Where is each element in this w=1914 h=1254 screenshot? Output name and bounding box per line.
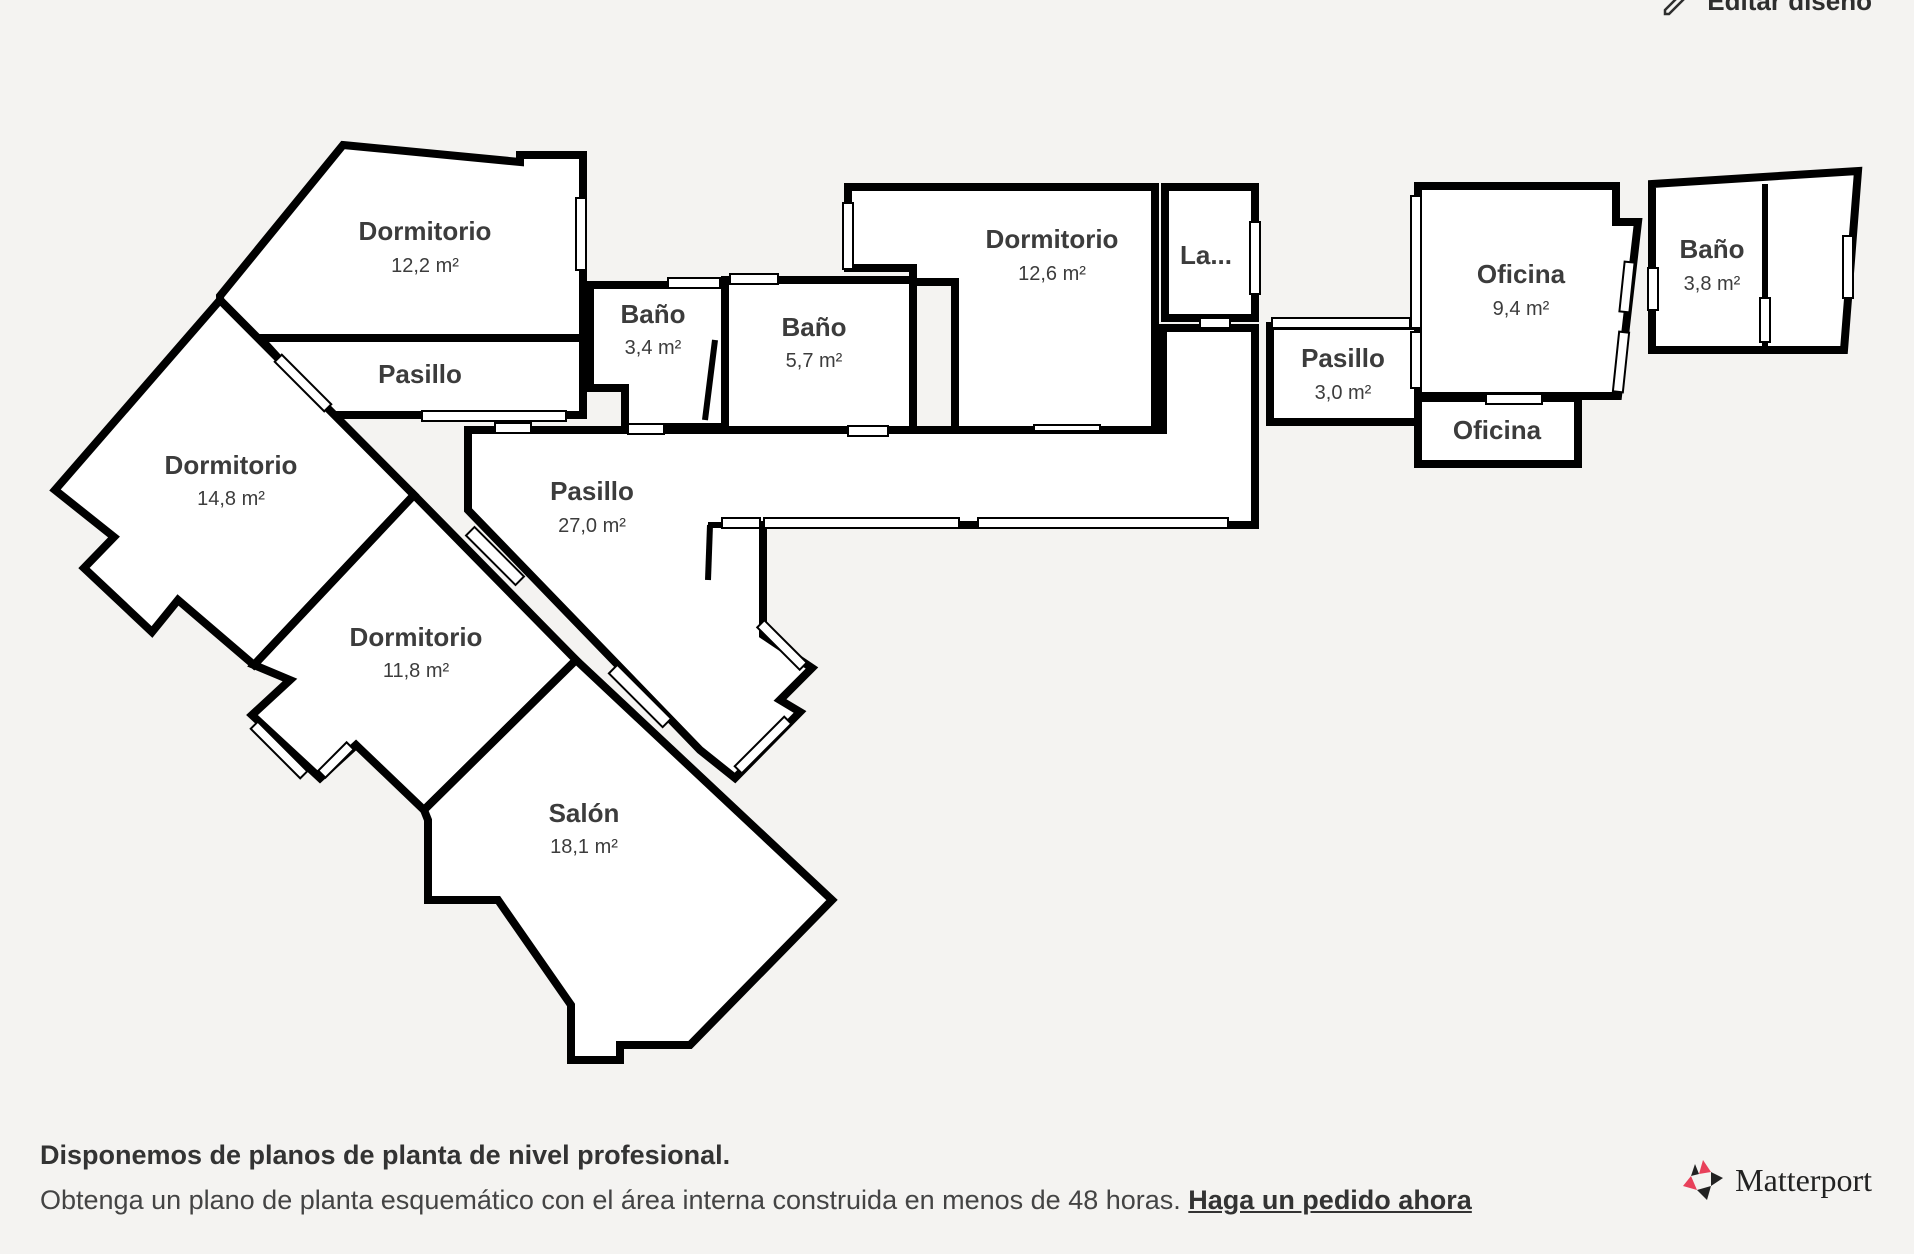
room-label: Baño	[1680, 234, 1745, 264]
room-area: 12,6 m²	[1018, 263, 1086, 285]
window	[729, 273, 779, 285]
window	[1271, 317, 1411, 329]
room-label: Oficina	[1477, 259, 1566, 289]
room-label: Dormitorio	[359, 216, 492, 246]
promo-footer: Disponemos de planos de planta de nivel …	[40, 1140, 1472, 1216]
room-salon[interactable]	[419, 654, 838, 1064]
room-lavanderia[interactable]	[1161, 183, 1259, 322]
window	[1485, 393, 1543, 405]
matterport-logo: Matterport	[1681, 1158, 1872, 1202]
window	[667, 277, 721, 289]
room-area: 27,0 m²	[558, 515, 626, 537]
room-area: 14,8 m²	[197, 488, 265, 510]
window	[1410, 331, 1422, 389]
room-area: 12,2 m²	[391, 255, 459, 277]
room-label: Salón	[549, 798, 620, 828]
room-pasillo-right[interactable]	[1266, 322, 1422, 426]
promo-title: Disponemos de planos de planta de nivel …	[40, 1140, 731, 1170]
matterport-logo-icon	[1683, 1160, 1724, 1200]
edit-layout-label: Editar diseño	[1707, 0, 1872, 16]
window	[1611, 330, 1631, 394]
window	[755, 618, 809, 672]
promo-description-text: Obtenga un plano de planta esquemático c…	[40, 1185, 1181, 1215]
window	[721, 517, 761, 529]
room-label: Baño	[782, 312, 847, 342]
room-label: Dormitorio	[986, 224, 1119, 254]
room-area: 5,7 m²	[786, 350, 843, 372]
window	[1033, 424, 1101, 432]
order-now-link[interactable]: Haga un pedido ahora	[1188, 1185, 1472, 1215]
room-label: Pasillo	[378, 359, 462, 389]
window	[575, 197, 587, 271]
interior-wall	[705, 524, 713, 581]
interior-wall	[702, 339, 718, 421]
edit-layout-button[interactable]: Editar diseño	[1661, 0, 1872, 17]
window	[607, 663, 673, 729]
promo-description: Obtenga un plano de planta esquemático c…	[40, 1185, 1472, 1216]
window	[1249, 221, 1261, 295]
room-label: Baño	[621, 299, 686, 329]
window	[763, 517, 960, 529]
window	[249, 720, 309, 780]
room-area: 18,1 m²	[550, 836, 618, 858]
room-oficina-1[interactable]	[1414, 182, 1643, 400]
room-label: Dormitorio	[165, 450, 298, 480]
room-area: 3,0 m²	[1315, 382, 1372, 404]
pencil-icon	[1664, 0, 1685, 15]
window	[1759, 297, 1771, 343]
window	[847, 425, 889, 437]
window	[273, 353, 333, 413]
window	[1647, 267, 1659, 311]
window	[494, 422, 532, 434]
window	[316, 740, 356, 780]
room-area: 9,4 m²	[1493, 298, 1550, 320]
window	[733, 715, 793, 775]
window	[1842, 235, 1854, 299]
window	[421, 410, 567, 422]
room-area: 3,8 m²	[1684, 273, 1741, 295]
room-label: Dormitorio	[350, 622, 483, 652]
window	[1410, 195, 1422, 329]
window	[1199, 317, 1231, 329]
room-label: La...	[1180, 240, 1232, 270]
window	[842, 202, 854, 270]
room-label: Oficina	[1453, 415, 1542, 445]
window	[627, 423, 665, 435]
brand-name: Matterport	[1735, 1161, 1872, 1198]
window	[464, 525, 526, 587]
room-area: 11,8 m²	[383, 660, 450, 682]
window	[977, 517, 1229, 529]
room-area: 3,4 m²	[625, 337, 682, 359]
room-label: Pasillo	[1301, 343, 1385, 373]
room-label: Pasillo	[550, 476, 634, 506]
window	[1618, 260, 1636, 314]
